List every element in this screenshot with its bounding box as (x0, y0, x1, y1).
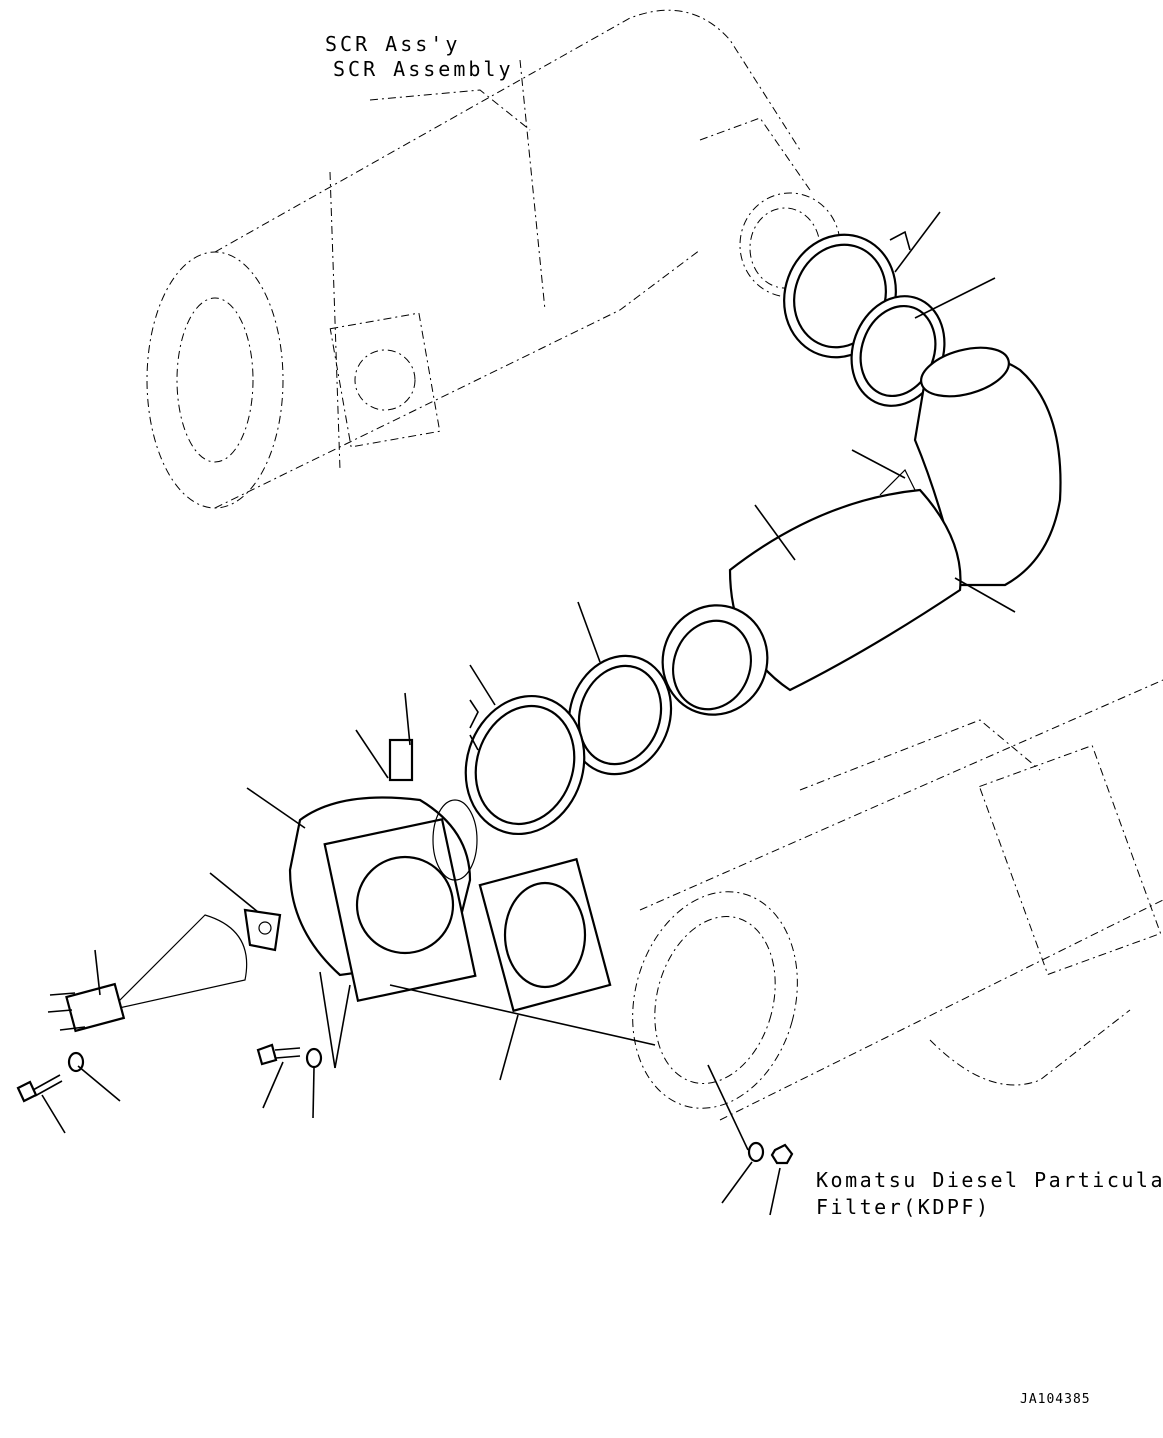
scr-assembly-label-line2: SCR Assembly (333, 57, 514, 81)
kdpf-label-line2: Filter(KDPF) (816, 1195, 991, 1219)
middle-v-clamp (464, 694, 586, 836)
flange-gasket (478, 857, 612, 1013)
middle-gasket (567, 654, 673, 776)
scr-assembly-label-line1: SCR Ass'y (325, 32, 461, 56)
sensor-housing (288, 738, 478, 1003)
kdpf-outline (632, 679, 1163, 1121)
scr-assembly-outline (146, 9, 841, 509)
elbow-pipe (661, 346, 1062, 716)
leader-lines (41, 211, 1016, 1216)
drawing-code: JA104385 (1020, 1392, 1091, 1407)
nox-sensor (47, 908, 282, 1033)
hardware (16, 1043, 794, 1165)
kdpf-label-line1: Komatsu Diesel Particulate (816, 1168, 1163, 1192)
